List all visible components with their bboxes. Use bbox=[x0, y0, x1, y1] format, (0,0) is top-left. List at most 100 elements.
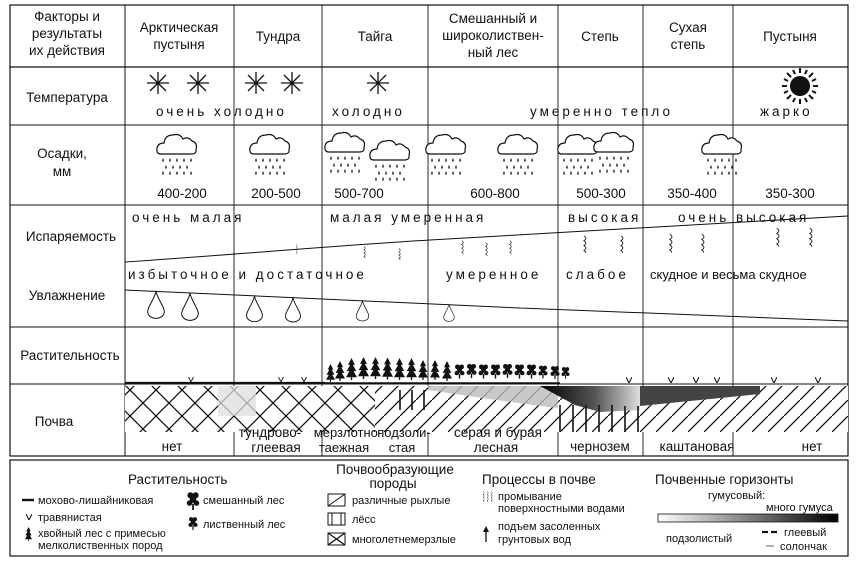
humus-horizon bbox=[540, 386, 640, 412]
row-labels: Температура Осадки, мм Испаряемость Увла… bbox=[20, 90, 119, 429]
legend-conifer-1: хвойный лес с примесью bbox=[38, 528, 166, 540]
evap-high: высокая bbox=[568, 210, 641, 225]
soil-grey-2: лесная bbox=[474, 440, 518, 455]
row-label-vegetation: Растительность bbox=[20, 348, 119, 363]
leaching-legend-icon bbox=[482, 491, 493, 502]
legend-humus-1: гумусовый: bbox=[708, 490, 765, 502]
rain-cloud-icon bbox=[425, 133, 467, 176]
snowflake-icon bbox=[186, 71, 210, 95]
moist-moderate: умеренное bbox=[446, 267, 541, 282]
temperature-row: очень холодно холодно умеренно тепло жар… bbox=[146, 68, 818, 119]
rain-cloud-icon bbox=[557, 133, 599, 176]
legend-leaching-2: поверхностными водами bbox=[498, 503, 625, 515]
soil-tundra-2: глеевая bbox=[251, 440, 300, 455]
loess-legend-icon bbox=[327, 512, 346, 526]
precip-value-dry-steppe: 350-400 bbox=[667, 186, 717, 201]
soil-chestnut: каштановая bbox=[660, 439, 735, 454]
rain-cloud-icon bbox=[701, 133, 743, 176]
soil-grey-1: серая и бурая bbox=[454, 425, 542, 440]
header-zone-taiga: Тайга bbox=[358, 29, 393, 44]
header-zone-desert: Пустыня bbox=[763, 29, 817, 44]
legend-grass: травянистая bbox=[38, 512, 102, 524]
legend-humus-2: много гумуса bbox=[766, 502, 834, 514]
snowflake-icon bbox=[366, 71, 390, 95]
snowflake-icon bbox=[146, 71, 170, 95]
evaporation-row: очень малая малая умеренная высокая очен… bbox=[124, 210, 849, 263]
conifer-trees bbox=[326, 357, 452, 382]
moist-weak: слабое bbox=[566, 267, 629, 282]
precip-value-tundra: 200-500 bbox=[251, 186, 301, 201]
conifer-legend-icon bbox=[25, 527, 32, 541]
soil-permafrost-2: таежная bbox=[319, 440, 369, 455]
precip-value-mixed: 600-800 bbox=[470, 186, 520, 201]
header-zone-arctic-1: Арктическая bbox=[140, 20, 219, 35]
legend-loose: различные рыхлые bbox=[352, 495, 450, 507]
water-drop-icon bbox=[246, 295, 263, 323]
header-factors-3: их действия bbox=[29, 43, 105, 58]
legend-podzol: подзолистый bbox=[666, 533, 732, 545]
header-zone-steppe: Степь bbox=[581, 29, 619, 44]
sun-icon bbox=[782, 68, 818, 104]
moist-scarce: скудное и весьма скудное bbox=[650, 267, 807, 282]
precip-value-desert: 350-300 bbox=[765, 186, 815, 201]
evap-very-low: очень малая bbox=[132, 210, 244, 225]
humus-gradient-legend-icon bbox=[657, 513, 839, 523]
header-zone-mixed-2: широколиствен- bbox=[442, 28, 544, 43]
water-drop-icon bbox=[443, 304, 455, 322]
mixed-forest-legend-icon bbox=[186, 492, 200, 510]
temp-hot: жарко bbox=[760, 104, 813, 119]
legend: Растительность мохово-лишайниковая травя… bbox=[22, 462, 839, 553]
header-zone-mixed-3: ный лес bbox=[468, 45, 519, 60]
precip-value-steppe: 500-300 bbox=[576, 186, 626, 201]
row-label-evaporation: Испаряемость bbox=[26, 229, 116, 244]
precip-value-arctic: 400-200 bbox=[157, 186, 207, 201]
legend-vegetation-title: Растительность bbox=[128, 472, 227, 487]
permafrost-hatch bbox=[322, 386, 375, 432]
soil-profile: нет тундрово- глеевая мерзлотно- таежная… bbox=[125, 386, 848, 455]
rain-cloud-icon bbox=[497, 133, 539, 176]
row-label-precipitation-1: Осадки, bbox=[37, 146, 87, 161]
rain-cloud-icon bbox=[369, 139, 411, 182]
row-label-precipitation-2: мм bbox=[53, 164, 72, 179]
header-factors-2: результаты bbox=[32, 26, 102, 41]
temp-moderate-warm: умеренно тепло bbox=[530, 104, 673, 119]
soil-none-arctic: нет bbox=[162, 439, 183, 454]
legend-processes-title: Процессы в почве bbox=[482, 472, 596, 487]
precip-value-taiga: 500-700 bbox=[334, 186, 384, 201]
permafrost-legend-icon bbox=[327, 532, 346, 546]
evap-low-moderate: малая умеренная bbox=[330, 210, 486, 225]
legend-permafrost: многолетнемерзлые bbox=[352, 534, 456, 546]
row-label-temperature: Температура bbox=[26, 90, 108, 105]
moist-excess: избыточное и достаточное bbox=[128, 267, 367, 282]
legend-conifer-2: мелколиственных пород bbox=[38, 540, 163, 552]
legend-salt-2: грунтовых вод bbox=[498, 534, 572, 546]
legend-horizons-title: Почвенные горизонты bbox=[655, 472, 793, 487]
soil-tundra-1: тундрово- bbox=[239, 425, 301, 440]
water-drop-icon bbox=[181, 293, 199, 321]
legend-gley: глеевый bbox=[784, 527, 826, 539]
rain-cloud-icon bbox=[593, 131, 635, 174]
soil-podzolic-1: подзоли- bbox=[377, 425, 431, 440]
header-zone-dry-steppe-2: степь bbox=[671, 37, 706, 52]
moisture-row: избыточное и достаточное умеренное слабо… bbox=[124, 267, 849, 323]
legend-rocks-title-2: породы bbox=[369, 476, 416, 491]
header-zone-arctic-2: пустыня bbox=[153, 37, 204, 52]
header-zone-tundra: Тундра bbox=[256, 29, 301, 44]
soil-vertical-marks bbox=[399, 390, 639, 432]
legend-leaching-1: промывание bbox=[498, 491, 562, 503]
rain-cloud-icon bbox=[156, 133, 198, 176]
snowflake-icon bbox=[280, 71, 304, 95]
precipitation-row: 400-200 200-500 500-700 600-800 500-300 … bbox=[156, 131, 815, 201]
legend-deciduous: лиственный лес bbox=[203, 519, 286, 531]
soil-chernozem: чернозем bbox=[570, 439, 630, 454]
header-row: Факторы и результаты их действия Арктиче… bbox=[29, 9, 817, 60]
header-zone-dry-steppe-1: Сухая bbox=[669, 20, 707, 35]
legend-mixed: смешанный лес bbox=[203, 495, 285, 507]
soil-podzolic-2: стая bbox=[389, 440, 416, 455]
grass-legend-icon bbox=[26, 514, 32, 520]
salt-rise-legend-icon bbox=[483, 526, 489, 542]
temp-very-cold: очень холодно bbox=[156, 104, 287, 119]
rain-cloud-icon bbox=[249, 133, 291, 176]
deciduous-forest-legend-icon bbox=[188, 517, 198, 530]
